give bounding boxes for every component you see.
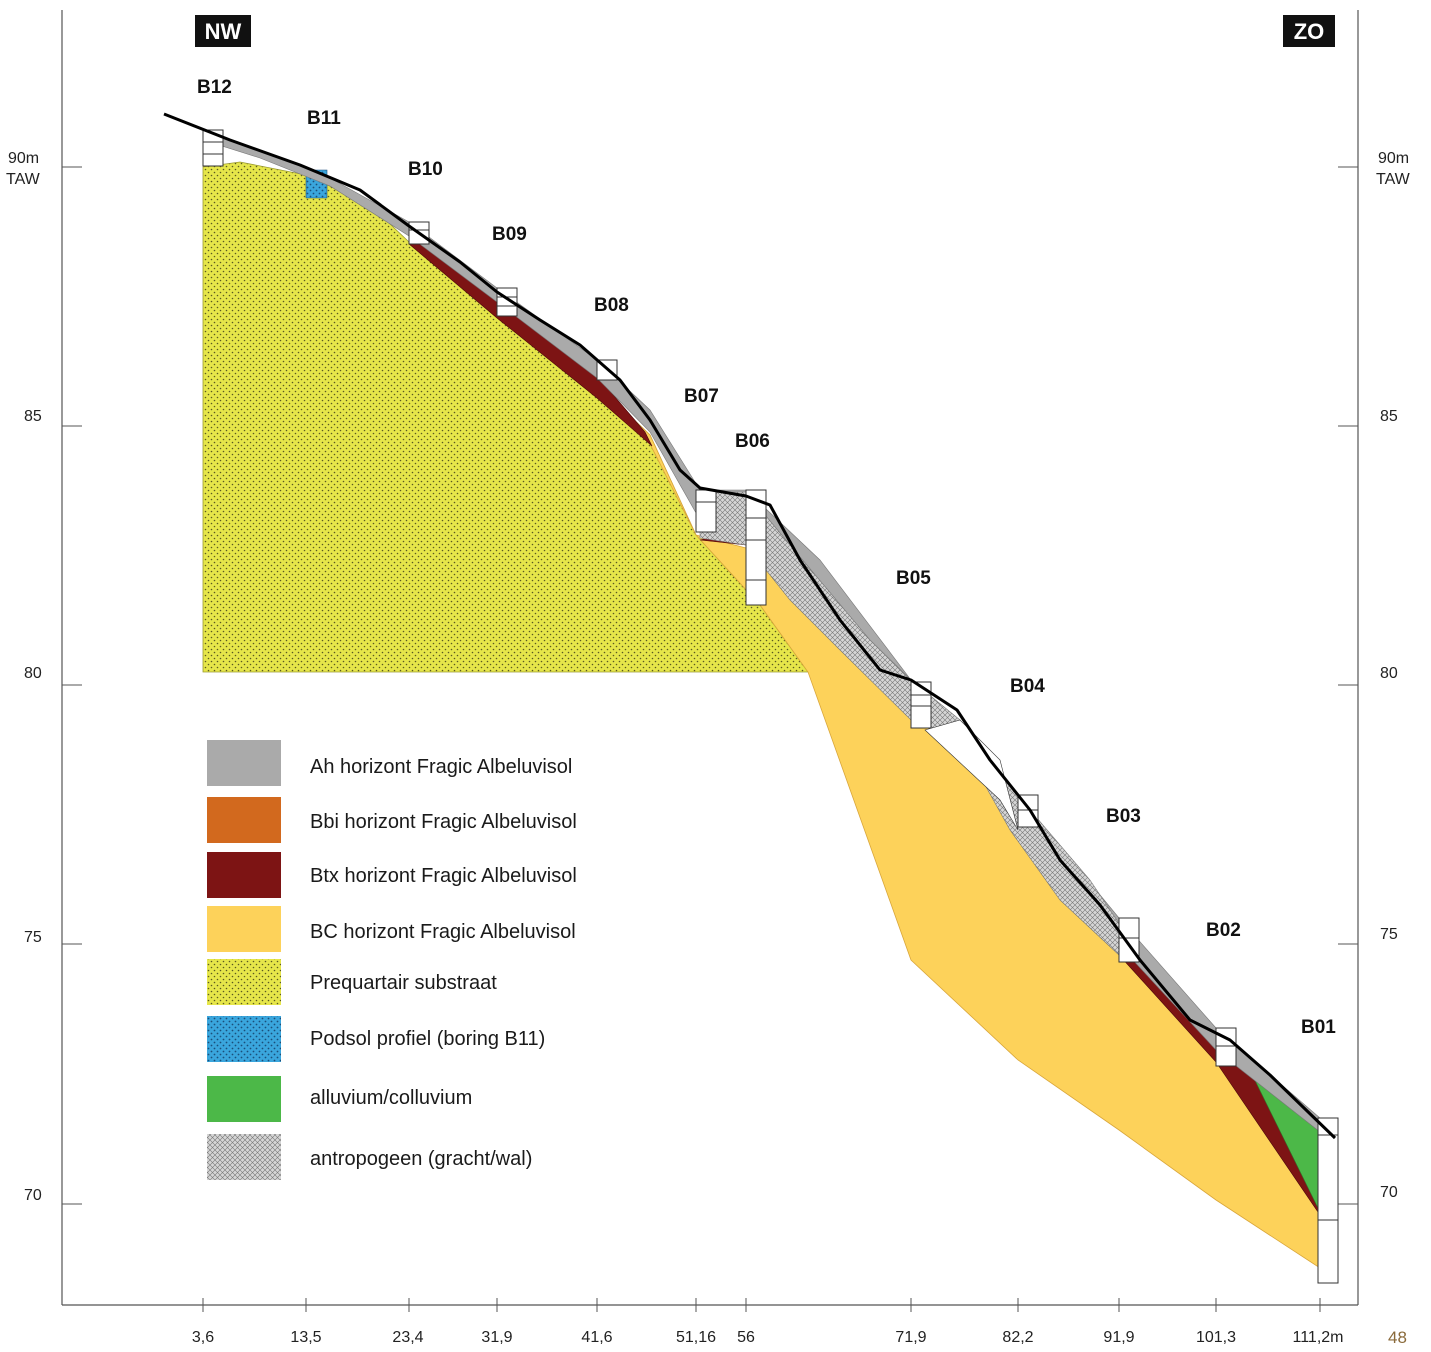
- elevation-unit-label: 90m: [8, 150, 39, 167]
- boring-label: B06: [735, 431, 770, 452]
- boring-label: B12: [197, 77, 232, 98]
- distance-tick-label: 82,2: [1002, 1329, 1033, 1346]
- boring-column-b07: [695, 489, 717, 533]
- legend: Ah horizont Fragic Albeluvisol Bbi horiz…: [207, 740, 577, 1180]
- boring-label: B04: [1010, 676, 1045, 697]
- page-number: 48: [1388, 1328, 1407, 1347]
- legend-label: antropogeen (gracht/wal): [310, 1148, 532, 1170]
- elevation-datum-label: TAW: [6, 171, 41, 188]
- terrain-surface-line: [163, 112, 1337, 1140]
- boring-column-b01: [1317, 1117, 1339, 1284]
- boring-label: B08: [594, 295, 629, 316]
- elevation-tick-label: 80: [24, 665, 42, 682]
- legend-label: Podsol profiel (boring B11): [310, 1028, 545, 1050]
- elevation-unit-label: 90m: [1378, 150, 1409, 167]
- legend-swatch-bc: [207, 906, 281, 952]
- legend-label: Ah horizont Fragic Albeluvisol: [310, 756, 572, 778]
- white-gap: [924, 719, 1019, 831]
- legend-swatch-podsol: [207, 1016, 281, 1062]
- legend-label: Bbi horizont Fragic Albeluvisol: [310, 811, 577, 833]
- boring-column-b12: [202, 129, 224, 167]
- distance-tick-label: 13,5: [290, 1329, 321, 1346]
- distance-tick-label: 56: [737, 1329, 755, 1346]
- elevation-labels-left: 90m TAW 85 80 75 70: [6, 150, 42, 1204]
- legend-label: Prequartair substraat: [310, 972, 497, 994]
- axes: [61, 10, 1359, 1312]
- legend-swatch-alluvium: [207, 1076, 281, 1122]
- elevation-tick-label: 80: [1380, 665, 1398, 682]
- legend-swatch-antropogeen: [207, 1134, 281, 1180]
- boring-labels: B12 B11 B10 B09 B08 B07 B06 B05 B04 B03 …: [197, 77, 1336, 1038]
- boring-label: B02: [1206, 920, 1241, 941]
- elevation-labels-right: 90m TAW 85 80 75 70: [1376, 150, 1411, 1201]
- direction-nw-label: NW: [205, 19, 242, 44]
- boring-label: B07: [684, 386, 719, 407]
- boring-column-b06: [745, 489, 767, 606]
- distance-tick-label: 41,6: [581, 1329, 612, 1346]
- elevation-tick-label: 85: [24, 408, 42, 425]
- boring-label: B05: [896, 568, 931, 589]
- legend-swatch-btx: [207, 852, 281, 898]
- legend-swatch-bbi: [207, 797, 281, 843]
- distance-labels: 3,6 13,5 23,4 31,9 41,6 51,16 56 71,9 82…: [192, 1329, 1344, 1346]
- elevation-tick-label: 70: [24, 1187, 42, 1204]
- legend-swatch-prequartair: [207, 959, 281, 1005]
- legend-label: Btx horizont Fragic Albeluvisol: [310, 865, 577, 887]
- elevation-tick-label: 85: [1380, 408, 1398, 425]
- boring-label: B10: [408, 159, 443, 180]
- boring-label: B01: [1301, 1017, 1336, 1038]
- elevation-datum-label: TAW: [1376, 171, 1411, 188]
- direction-zo-label: ZO: [1294, 19, 1325, 44]
- legend-label: alluvium/colluvium: [310, 1087, 472, 1109]
- direction-nw-badge: NW: [195, 15, 251, 47]
- elevation-tick-label: 70: [1380, 1184, 1398, 1201]
- distance-tick-label: 111,2m: [1293, 1329, 1344, 1346]
- boring-label: B11: [307, 108, 341, 129]
- distance-tick-label: 3,6: [192, 1329, 214, 1346]
- elevation-tick-label: 75: [24, 929, 42, 946]
- distance-tick-label: 51,16: [676, 1329, 716, 1346]
- boring-label: B03: [1106, 806, 1141, 827]
- elevation-tick-label: 75: [1380, 926, 1398, 943]
- boring-label: B09: [492, 224, 527, 245]
- boring-column-b05: [910, 681, 932, 729]
- distance-tick-label: 23,4: [392, 1329, 423, 1346]
- soil-layers: [202, 129, 1321, 1269]
- distance-tick-label: 31,9: [481, 1329, 512, 1346]
- legend-label: BC horizont Fragic Albeluvisol: [310, 921, 576, 943]
- direction-zo-badge: ZO: [1283, 15, 1335, 47]
- distance-tick-label: 101,3: [1196, 1329, 1236, 1346]
- legend-swatch-ah: [207, 740, 281, 786]
- distance-tick-label: 71,9: [895, 1329, 926, 1346]
- distance-tick-label: 91,9: [1103, 1329, 1134, 1346]
- boring-columns: [202, 129, 1339, 1284]
